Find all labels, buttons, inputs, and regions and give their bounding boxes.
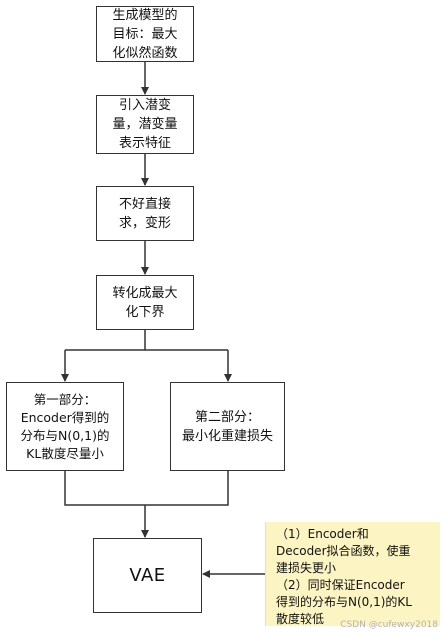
- node-part-one: 第一部分： Encoder得到的 分布与N(0,1)的 KL散度尽量小: [6, 382, 124, 471]
- node-part-two: 第二部分： 最小化重建损失: [170, 382, 285, 471]
- node-goal: 生成模型的 目标：最大 化似然函数: [96, 6, 194, 62]
- node-part-two-label: 第二部分： 最小化重建损失: [181, 409, 273, 444]
- node-part-one-label: 第一部分： Encoder得到的 分布与N(0,1)的 KL散度尽量小: [20, 391, 110, 461]
- watermark: CSDN @cufewxy2018: [340, 620, 438, 630]
- node-latent: 引入潜变 量，潜变量 表示特征: [96, 95, 194, 154]
- node-goal-label: 生成模型的 目标：最大 化似然函数: [112, 7, 178, 61]
- annotation-note-text: （1）Encoder和 Decoder拟合函数，使重 建损失更小 （2）同时保证…: [276, 527, 412, 626]
- line-merge: [64, 471, 229, 506]
- node-transform: 不好直接 求，变形: [96, 186, 194, 241]
- node-transform-label: 不好直接 求，变形: [118, 196, 171, 231]
- annotation-note: （1）Encoder和 Decoder拟合函数，使重 建损失更小 （2）同时保证…: [265, 522, 440, 626]
- node-vae: VAE: [93, 538, 202, 613]
- node-lower-bound-label: 转化成最大 化下界: [112, 285, 178, 320]
- node-vae-label: VAE: [129, 565, 166, 586]
- node-lower-bound: 转化成最大 化下界: [96, 275, 194, 330]
- node-latent-label: 引入潜变 量，潜变量 表示特征: [112, 98, 178, 151]
